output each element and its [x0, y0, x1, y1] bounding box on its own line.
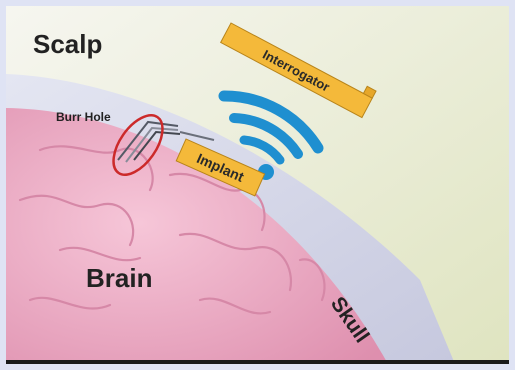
bottom-edge — [6, 360, 509, 364]
brain-label: Brain — [86, 263, 152, 293]
scalp-label: Scalp — [33, 29, 102, 59]
burr-hole-label: Burr Hole — [56, 110, 111, 124]
